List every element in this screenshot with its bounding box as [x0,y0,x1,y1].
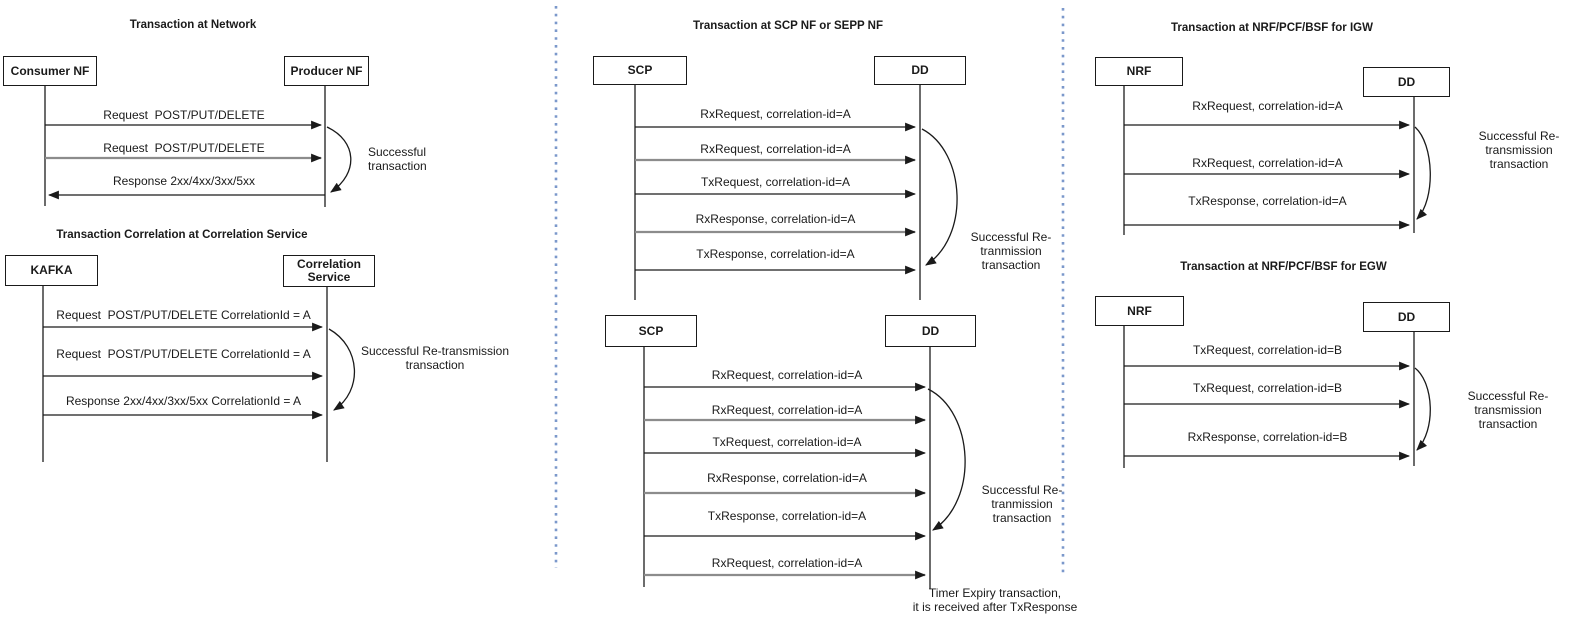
message-label: RxResponse, correlation-id=B [1187,430,1348,444]
diagram-title-igw: Transaction at NRF/PCF/BSF for IGW [1171,22,1373,34]
timer-expiry-note-line1: Timer Expiry transaction, [928,586,1062,600]
diagram-title-egw: Transaction at NRF/PCF/BSF for EGW [1180,261,1387,273]
actor-box-dd: DD [874,56,966,85]
message-label: RxRequest, correlation-id=A [1192,156,1343,170]
transaction-arc [326,126,1431,531]
message-label: Response 2xx/4xx/3xx/5xx CorrelationId =… [65,394,302,408]
section-separator [554,6,1065,576]
message-label: TxRequest, correlation-id=A [712,435,862,449]
actor-box-consumer-nf: Consumer NF [3,56,97,86]
actor-box-dd: DD [885,315,976,347]
actor-box-producer-nf: Producer NF [284,56,369,86]
actor-box-kafka: KAFKA [5,255,98,286]
message-label: Request POST/PUT/DELETE [103,141,265,155]
message-label: Request POST/PUT/DELETE CorrelationId = … [56,347,311,361]
actor-box-correlation-service: Correlation Service [283,255,375,287]
message-label: TxRequest, correlation-id=B [1192,343,1343,357]
message-label: RxResponse, correlation-id=A [707,471,867,485]
actor-box-dd: DD [1363,302,1450,332]
diagram-title-correlation: Transaction Correlation at Correlation S… [56,229,308,241]
diagram-title-scp-sepp: Transaction at SCP NF or SEPP NF [692,20,883,32]
message-label: RxResponse, correlation-id=A [695,212,856,226]
message-label: Request POST/PUT/DELETE [103,108,265,122]
annotation-successful-transaction: Successful transaction [368,145,427,173]
timer-expiry-note: Timer Expiry transaction, it is received… [885,586,1105,614]
lifeline [42,85,1415,589]
actor-box-scp: SCP [593,56,687,85]
annotation-retransmission: Successful Re-tranmission transaction [981,483,1063,525]
message-label: Response 2xx/4xx/3xx/5xx [112,174,256,188]
actor-box-nrf: NRF [1095,296,1184,326]
message-label: RxRequest, correlation-id=A [711,403,863,417]
diagram-title-network: Transaction at Network [129,19,257,31]
annotation-retransmission: Successful Re-transmission transaction [360,344,510,372]
message-label: TxResponse, correlation-id=A [1188,194,1347,208]
message-label: RxRequest, correlation-id=A [1192,99,1343,113]
message-label: TxResponse, correlation-id=A [696,247,855,261]
message-label: TxRequest, correlation-id=A [700,175,851,189]
message-label: RxRequest, correlation-id=A [711,556,863,570]
message-label: Request POST/PUT/DELETE CorrelationId = … [56,308,311,322]
actor-box-dd: DD [1363,67,1450,97]
actor-box-scp: SCP [605,315,697,347]
actor-box-nrf: NRF [1095,57,1183,86]
message-label: TxResponse, correlation-id=A [707,509,867,523]
retransmission-message-arrow [45,153,927,580]
message-label: RxRequest, correlation-id=A [711,368,863,382]
message-arrow [43,120,1411,541]
annotation-retransmission: Successful Re-tranmission transaction [970,230,1052,272]
message-label: RxRequest, correlation-id=A [700,142,851,156]
annotation-retransmission: Successful Re-transmission transaction [1478,129,1560,171]
timer-expiry-note-line2: it is received after TxResponse [912,600,1078,614]
message-label: RxRequest, correlation-id=A [700,107,851,121]
annotation-retransmission: Successful Re-transmission transaction [1467,389,1549,431]
message-label: TxRequest, correlation-id=B [1192,381,1343,395]
